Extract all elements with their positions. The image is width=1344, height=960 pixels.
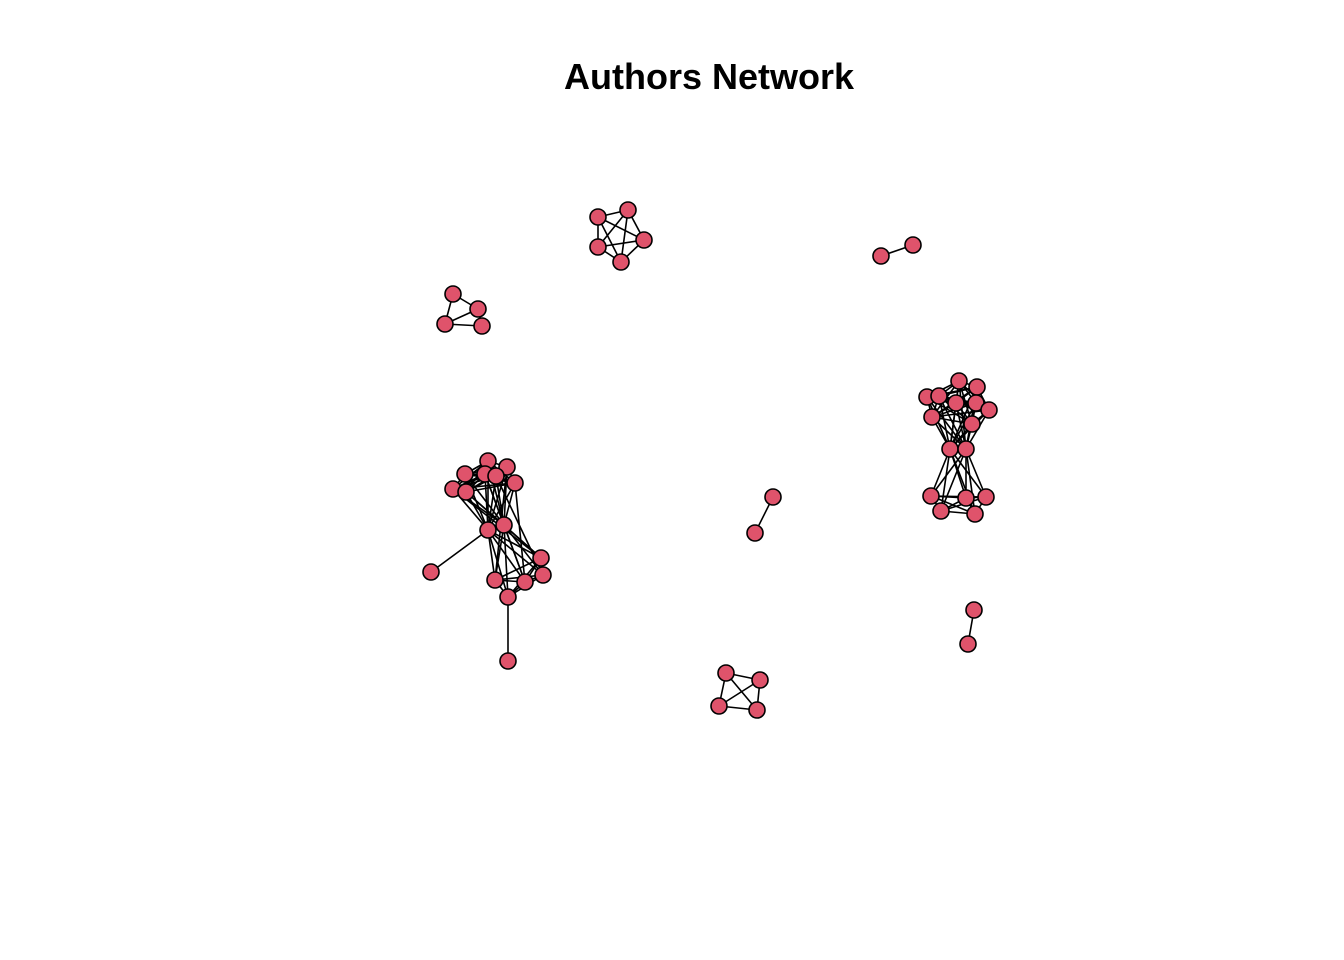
cluster-left-node-7 <box>506 474 524 492</box>
cluster-right-node-2 <box>950 372 968 390</box>
pentagon-top-node-4 <box>589 238 607 256</box>
quad-top-left-node-0 <box>444 285 462 303</box>
pair-lower-right-node-0 <box>965 601 983 619</box>
edge-layer <box>430 209 990 711</box>
cluster-left-node-6 <box>457 483 475 501</box>
cluster-right-node-4 <box>947 394 965 412</box>
cluster-right-node-3 <box>968 378 986 396</box>
cluster-right-node-8 <box>963 415 981 433</box>
pentagon-top-node-1 <box>619 201 637 219</box>
pair-top-right-node-1 <box>904 236 922 254</box>
cluster-right-node-13 <box>957 489 975 507</box>
cluster-right-node-11 <box>922 487 940 505</box>
pair-center-node-0 <box>764 488 782 506</box>
cluster-left-edge-7-12 <box>514 482 526 583</box>
cluster-left-node-13 <box>486 571 504 589</box>
quad-top-left-node-1 <box>469 300 487 318</box>
cluster-right-edge-1-9 <box>938 395 951 450</box>
cluster-left-node-9 <box>495 516 513 534</box>
chart-title: Authors Network <box>563 56 855 97</box>
quad-bottom-node-3 <box>710 697 728 715</box>
cluster-left-node-16 <box>499 652 517 670</box>
cluster-right-node-9 <box>941 440 959 458</box>
cluster-left-node-15 <box>422 563 440 581</box>
cluster-left-node-12 <box>516 573 534 591</box>
pair-center-node-1 <box>746 524 764 542</box>
cluster-left-node-11 <box>534 566 552 584</box>
cluster-left-edge-9-14 <box>503 524 509 598</box>
cluster-right-edge-2-10 <box>958 380 967 450</box>
cluster-right-edge-9-14 <box>949 448 987 498</box>
quad-bottom-node-2 <box>748 701 766 719</box>
cluster-right-node-14 <box>977 488 995 506</box>
cluster-left-node-14 <box>499 588 517 606</box>
cluster-left-edge-8-15 <box>430 529 489 573</box>
cluster-right-edge-1-10 <box>938 395 967 450</box>
pair-top-right-node-0 <box>872 247 890 265</box>
cluster-right-edge-10-12 <box>940 448 967 512</box>
cluster-right-node-1 <box>930 387 948 405</box>
cluster-right-edge-10-11 <box>930 448 967 497</box>
cluster-right-edge-0-10 <box>926 396 967 450</box>
pentagon-top-node-0 <box>589 208 607 226</box>
quad-top-left-node-3 <box>436 315 454 333</box>
quad-bottom-node-1 <box>751 671 769 689</box>
pentagon-top-node-2 <box>635 231 653 249</box>
cluster-left-edge-0-9 <box>464 473 505 526</box>
cluster-left-node-0 <box>456 465 474 483</box>
pentagon-top-node-3 <box>612 253 630 271</box>
cluster-left-node-4 <box>487 467 505 485</box>
cluster-right-node-10 <box>957 440 975 458</box>
quad-bottom-node-0 <box>717 664 735 682</box>
cluster-left-node-10 <box>532 549 550 567</box>
cluster-left-node-8 <box>479 521 497 539</box>
cluster-right-node-6 <box>980 401 998 419</box>
quad-top-left-node-2 <box>473 317 491 335</box>
cluster-right-node-7 <box>923 408 941 426</box>
node-layer <box>422 201 998 719</box>
cluster-right-node-12 <box>932 502 950 520</box>
cluster-right-edge-10-15 <box>965 448 976 515</box>
cluster-right-node-15 <box>966 505 984 523</box>
pair-lower-right-node-1 <box>959 635 977 653</box>
